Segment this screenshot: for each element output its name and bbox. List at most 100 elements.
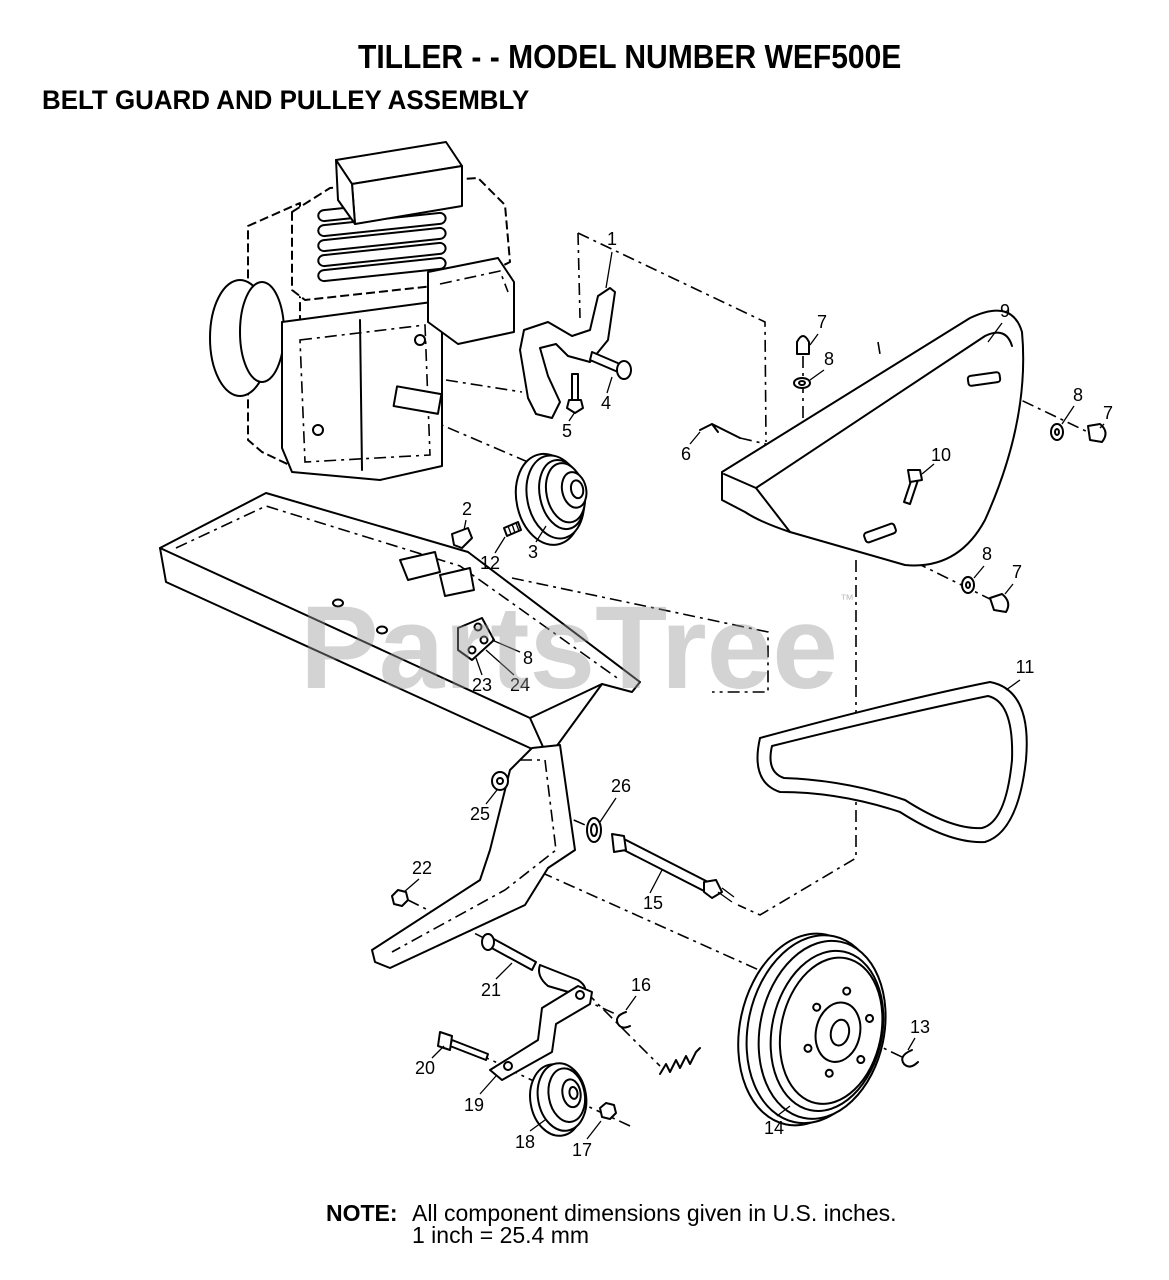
callout-15: 15: [643, 893, 663, 913]
leader-line: [485, 649, 515, 676]
belt-inner-edge: [769, 695, 1014, 830]
exploded-view-line: [517, 861, 771, 976]
callout-23: 23: [472, 675, 492, 695]
nut-22: [391, 889, 409, 907]
washer-26: [586, 817, 602, 843]
shaft-nut: [703, 879, 723, 899]
pulley-bolt-hole: [812, 1002, 822, 1012]
leader-line: [586, 1120, 602, 1140]
belt-guard-shell: [721, 309, 1025, 567]
washer-hole: [798, 380, 806, 386]
pulley-bolt-hole: [803, 1043, 813, 1053]
acorn-nut-7-top: [796, 335, 810, 355]
bolt-4-shank: [589, 351, 621, 373]
engine-output-shaft: [392, 385, 443, 415]
callout-25: 25: [470, 804, 490, 824]
exploded-view-line: [877, 341, 881, 355]
engine-bolt: [414, 334, 426, 346]
callout-6: 6: [681, 444, 691, 464]
bolt-20: [437, 1031, 489, 1061]
leader-line: [485, 789, 498, 805]
callout-24: 24: [510, 675, 530, 695]
drive-pulley-14: [737, 932, 887, 1127]
nut-17: [599, 1102, 617, 1120]
watermark-trademark: ™: [840, 591, 854, 607]
callout-22: 22: [412, 858, 432, 878]
assembly-subtitle: BELT GUARD AND PULLEY ASSEMBLY: [42, 85, 530, 115]
callout-12: 12: [480, 553, 500, 573]
hinge-plate-23-24: [457, 617, 495, 661]
callout-3: 3: [528, 542, 538, 562]
pulley-bolt-hole: [824, 1068, 834, 1078]
bolt-5-shank: [571, 373, 579, 401]
fuel-tank: [427, 257, 515, 345]
belt-guard-9: [721, 309, 1025, 567]
shaft-thread: [717, 887, 735, 903]
engine: [209, 141, 515, 481]
callout-16: 16: [631, 975, 651, 995]
callout-14: 14: [764, 1118, 784, 1138]
leader-line: [973, 565, 985, 579]
exploded-view-line: [401, 407, 529, 463]
leader-line: [776, 1105, 791, 1117]
hairpin-clip-16: [616, 1011, 631, 1029]
callout-18: 18: [515, 1132, 535, 1152]
washer-hole: [1054, 428, 1060, 436]
leader-line: [494, 536, 506, 554]
callout-7-bottom: 7: [1012, 562, 1022, 582]
leader-line: [689, 431, 701, 445]
idler-arm-19: [489, 985, 593, 1081]
pulley-bore: [569, 479, 585, 500]
tine-shield-edge: [175, 505, 621, 681]
callout-leaders: [403, 251, 1105, 1140]
bolt-21-head: [481, 933, 495, 951]
washer-hole: [965, 581, 971, 589]
belt-guard-flange: [755, 487, 791, 533]
hinge-bolt: [473, 622, 483, 632]
bolt-5-head: [566, 399, 584, 414]
exploded-view-line: [999, 389, 1093, 435]
recoil-starter-cover: [239, 281, 285, 383]
pulley-bolt-hole: [865, 1013, 875, 1023]
callout-17: 17: [572, 1140, 592, 1160]
note-conversion: 1 inch = 25.4 mm: [412, 1222, 590, 1248]
exploded-view-line: [577, 232, 767, 443]
bolt-20-head: [437, 1031, 453, 1051]
bolt-4: [589, 351, 632, 380]
rod-6: [699, 423, 741, 439]
leader-line: [599, 797, 617, 823]
tine-shield: [159, 492, 641, 759]
pulley-bore: [568, 1085, 579, 1100]
leader-line: [479, 1075, 497, 1095]
exploded-view-line: [504, 789, 593, 829]
callout-9: 9: [1000, 301, 1010, 321]
hairpin-clip-13: [901, 1049, 919, 1068]
tine-shield-hole: [332, 598, 344, 608]
callout-13: 13: [910, 1017, 930, 1037]
idler-mounting-bracket: [371, 744, 576, 969]
bolt-5: [566, 373, 584, 414]
engine-bolt: [312, 424, 324, 436]
bolt-21-shank: [487, 937, 537, 971]
callout-21: 21: [481, 980, 501, 1000]
callout-5: 5: [562, 421, 572, 441]
idler-arm-plate: [489, 985, 593, 1081]
exploded-view-line: [585, 991, 661, 1067]
set-screw-threads: [507, 522, 520, 535]
pivot-shaft-15: [611, 833, 735, 903]
callout-26: 26: [611, 776, 631, 796]
exploded-view-line: [445, 379, 523, 393]
tine-shield-lip: [529, 683, 603, 719]
leader-line: [1061, 405, 1075, 425]
washer-8-right: [1050, 423, 1064, 441]
tine-shield-mount: [399, 551, 441, 581]
leader-line: [809, 369, 825, 381]
washer-8-bottom: [961, 576, 975, 594]
set-screw-12: [503, 521, 522, 537]
bolt-20-shank: [449, 1039, 489, 1061]
note-label: NOTE:: [326, 1200, 398, 1226]
belt-guard-slot: [863, 522, 897, 544]
washer-25: [491, 771, 509, 791]
leader-line: [1099, 423, 1105, 429]
belt-guard-slot: [966, 371, 1002, 387]
